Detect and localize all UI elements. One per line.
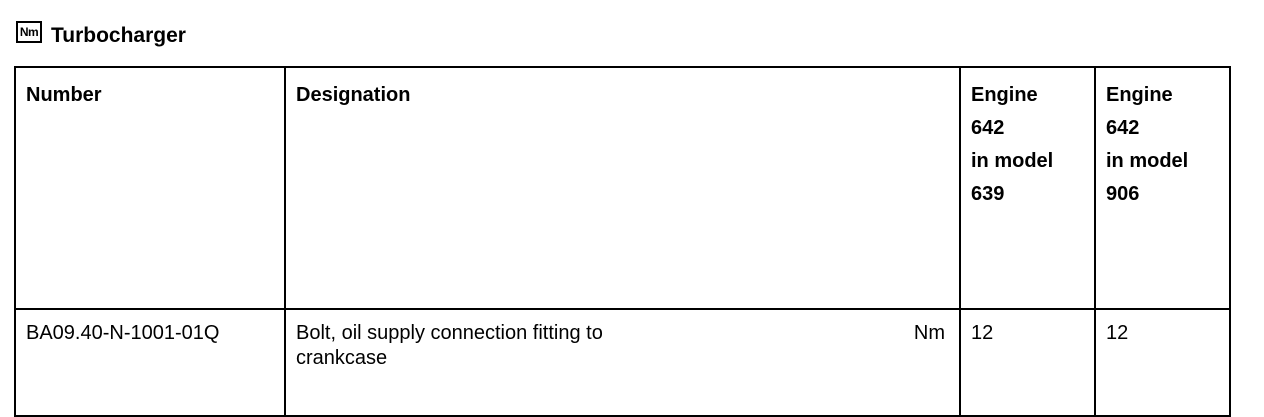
cell-engine-906-value: 12 — [1094, 308, 1231, 417]
unit-label: Nm — [913, 322, 945, 344]
designation-text: Bolt, oil supply connection fitting to c… — [296, 322, 603, 369]
section-header: Nm Turbocharger — [16, 20, 186, 52]
header-engine-639-line: 642 — [971, 117, 1005, 139]
header-engine-639-line: Engine — [971, 84, 1038, 106]
table-row: BA09.40-N-1001-01Q Bolt, oil supply conn… — [14, 308, 1231, 417]
header-engine-639-line: 639 — [971, 183, 1005, 205]
cell-designation: Bolt, oil supply connection fitting to c… — [284, 308, 961, 417]
table-header-row: Number Designation Engine 642 in model 6… — [14, 66, 1231, 310]
cell-engine-639-value: 12 — [959, 308, 1096, 417]
cell-number: BA09.40-N-1001-01Q — [14, 308, 286, 417]
torque-nm-icon: Nm — [16, 21, 42, 43]
header-engine-639-line: in model — [971, 150, 1054, 172]
header-designation: Designation — [284, 66, 961, 310]
header-engine-906: Engine 642 in model 906 — [1094, 66, 1231, 310]
torque-spec-table: Number Designation Engine 642 in model 6… — [14, 66, 1231, 417]
header-engine-906-line: in model — [1106, 150, 1189, 172]
header-engine-906-line: 906 — [1106, 183, 1140, 205]
header-engine-906-line: Engine — [1106, 84, 1173, 106]
header-number: Number — [14, 66, 286, 310]
header-engine-639: Engine 642 in model 639 — [959, 66, 1096, 310]
section-title: Turbocharger — [51, 24, 186, 47]
header-engine-906-line: 642 — [1106, 117, 1140, 139]
